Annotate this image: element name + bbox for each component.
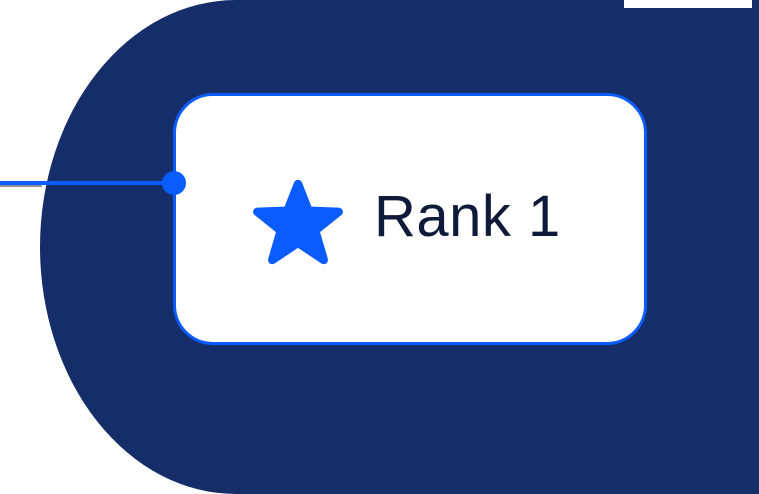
- rank-card: Rank 1: [173, 93, 647, 345]
- connector-line-shadow: [0, 184, 42, 187]
- rank-label: Rank 1: [374, 184, 561, 249]
- connector-line: [0, 181, 176, 185]
- top-notch: [624, 0, 752, 8]
- star-icon: [253, 179, 343, 265]
- connector-dot: [162, 171, 186, 195]
